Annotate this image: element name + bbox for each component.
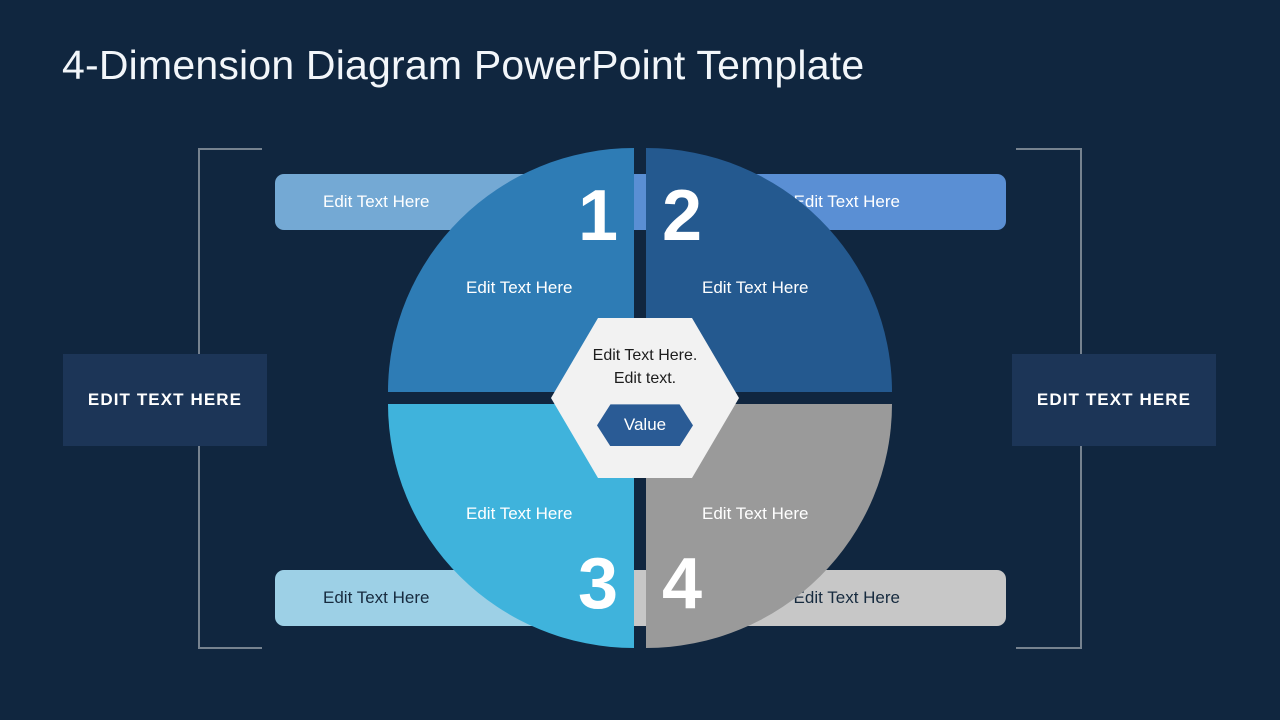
value-badge[interactable]: Value bbox=[597, 404, 693, 447]
quadrant-3-number: 3 bbox=[577, 544, 618, 624]
bracket-left-cap-top bbox=[198, 148, 262, 150]
side-label-left[interactable]: EDIT TEXT HERE bbox=[63, 354, 267, 446]
center-hexagon-line1: Edit Text Here. bbox=[592, 347, 698, 364]
quadrant-1-number: 1 bbox=[577, 176, 618, 256]
side-label-left-text: EDIT TEXT HERE bbox=[87, 390, 243, 409]
side-label-right[interactable]: EDIT TEXT HERE bbox=[1012, 354, 1216, 446]
pill-label-4-text: Edit Text Here bbox=[793, 588, 900, 607]
pill-label-1-text: Edit Text Here bbox=[323, 192, 430, 211]
quadrant-4-label: Edit Text Here bbox=[702, 504, 809, 523]
quadrant-wheel: 1 Edit Text Here 2 Edit Text Here 3 Edit… bbox=[388, 148, 892, 648]
bracket-right-cap-top bbox=[1016, 148, 1082, 150]
quadrant-1-label: Edit Text Here bbox=[466, 278, 573, 297]
quadrant-2-number: 2 bbox=[662, 176, 703, 256]
quadrant-3-label: Edit Text Here bbox=[466, 504, 573, 523]
quadrant-2-label: Edit Text Here bbox=[702, 278, 809, 297]
pill-label-2-text: Edit Text Here bbox=[793, 192, 900, 211]
side-label-right-text: EDIT TEXT HERE bbox=[1036, 390, 1192, 409]
page-title: 4-Dimension Diagram PowerPoint Template bbox=[62, 42, 865, 88]
quadrant-4-number: 4 bbox=[662, 544, 703, 624]
bracket-left-cap-bottom bbox=[198, 647, 262, 649]
center-hexagon-line2: Edit text. bbox=[613, 370, 677, 388]
value-badge-label: Value bbox=[623, 415, 667, 435]
center-hexagon-text: Edit Text Here. Edit text. bbox=[593, 344, 698, 390]
pill-label-3-text: Edit Text Here bbox=[323, 588, 430, 607]
bracket-right-cap-bottom bbox=[1016, 647, 1082, 649]
